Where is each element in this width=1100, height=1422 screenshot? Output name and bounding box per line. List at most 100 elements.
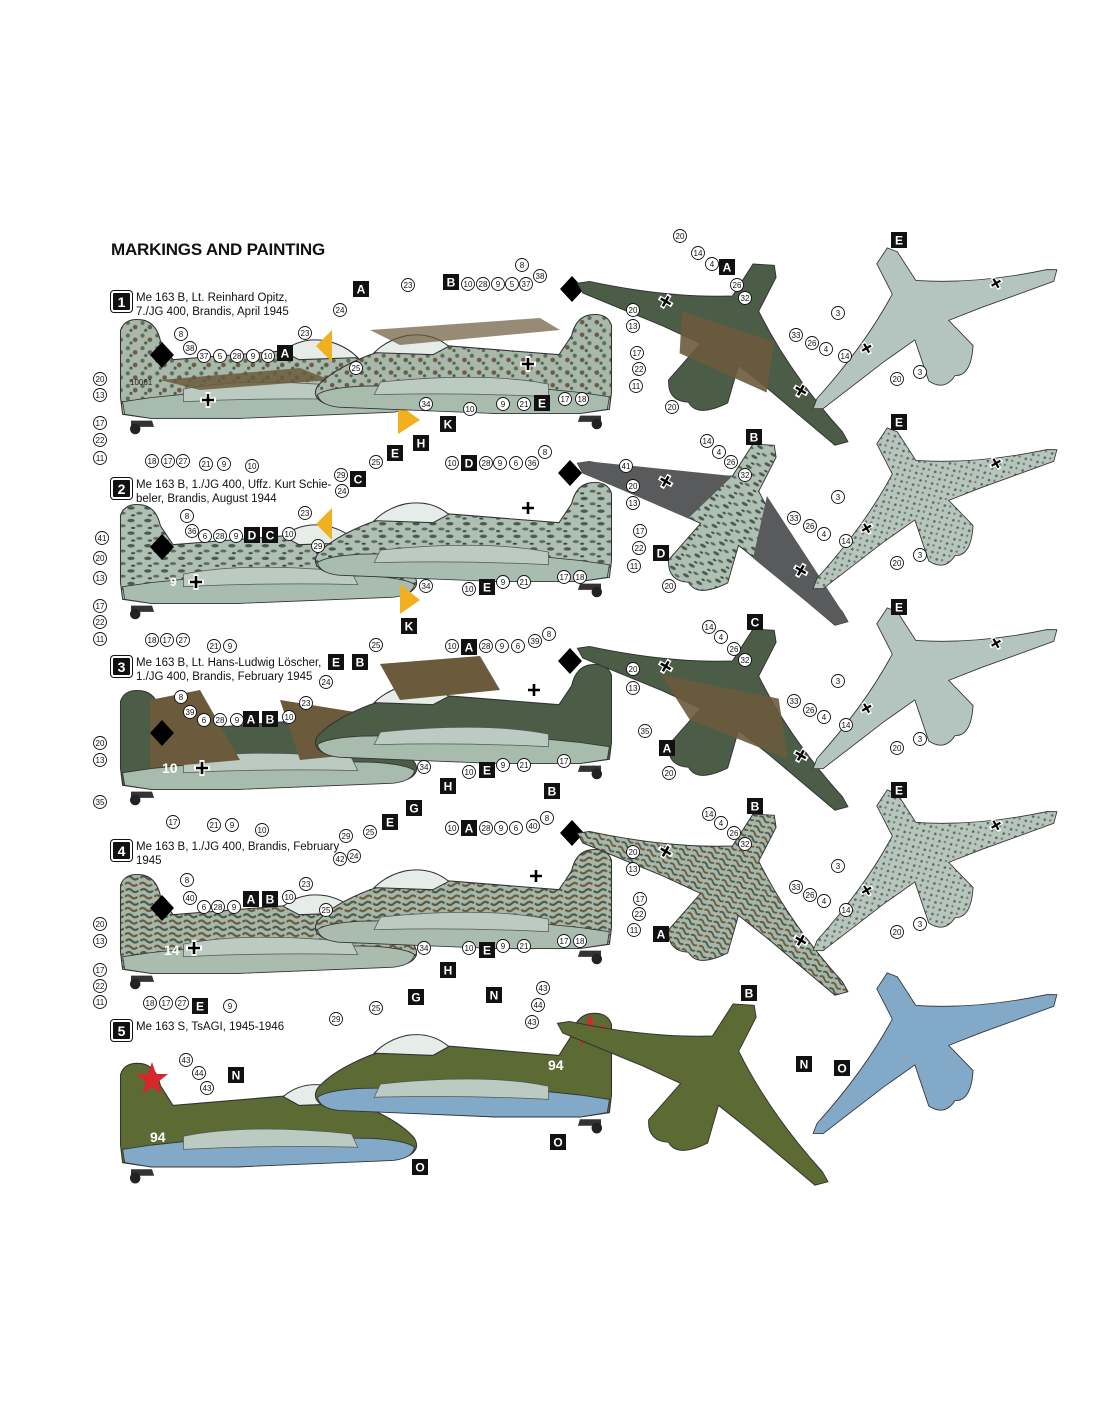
decal-callout-17: 17 [630,346,644,360]
svg-text:3: 3 [918,368,923,377]
decal-callout-27: 27 [176,633,190,647]
letter-callout-A: A [277,345,293,361]
svg-text:17: 17 [633,349,642,358]
decal-callout-28: 28 [476,277,490,291]
decal-callout-23: 23 [401,278,415,292]
svg-text:A: A [465,641,474,655]
decal-callout-3: 3 [831,306,845,320]
svg-text:20: 20 [665,582,674,591]
svg-text:G: G [411,991,420,1005]
letter-callout-H: H [413,435,429,451]
decal-callout-29: 29 [311,539,325,553]
decal-callout-26: 26 [803,703,817,717]
decal-callout-10: 10 [463,402,477,416]
diamond-marking [560,820,584,846]
svg-text:20: 20 [676,232,685,241]
svg-text:8: 8 [520,261,525,270]
decal-callout-14: 14 [839,903,853,917]
decal-callout-20: 20 [93,372,107,386]
decal-callout-28: 28 [211,900,225,914]
svg-text:20: 20 [629,665,638,674]
decal-callout-21: 21 [517,939,531,953]
decal-callout-9: 9 [496,758,510,772]
svg-text:9: 9 [499,824,504,833]
decal-callout-29: 29 [334,468,348,482]
svg-text:9: 9 [234,532,239,541]
decal-callout-43: 43 [536,981,550,995]
svg-text:O: O [837,1062,846,1076]
svg-text:4: 4 [824,345,829,354]
svg-text:44: 44 [534,1001,543,1010]
letter-callout-E: E [479,579,495,595]
scheme-number-badge: 5 [111,1020,132,1041]
scheme-1-profile-left [119,318,420,435]
decal-callout-43: 43 [200,1081,214,1095]
decal-callout-9: 9 [495,639,509,653]
decal-callout-28: 28 [479,821,493,835]
letter-callout-A: A [243,711,259,727]
decal-callout-20: 20 [626,845,640,859]
decal-callout-13: 13 [626,319,640,333]
svg-text:6: 6 [202,716,207,725]
decal-callout-26: 26 [803,888,817,902]
decal-callout-8: 8 [174,690,188,704]
decal-callout-6: 6 [511,639,525,653]
letter-callout-B: B [741,985,757,1001]
letter-callout-C: C [262,527,278,543]
svg-text:25: 25 [322,906,331,915]
svg-text:22: 22 [96,982,105,991]
svg-text:E: E [391,447,399,461]
decal-callout-20: 20 [665,400,679,414]
svg-text:5: 5 [218,352,223,361]
decal-callout-10: 10 [255,823,269,837]
decal-callout-20: 20 [626,303,640,317]
decal-callout-34: 34 [419,397,433,411]
decal-callout-38: 38 [533,269,547,283]
svg-text:O: O [415,1161,424,1175]
svg-text:14: 14 [841,352,850,361]
svg-text:26: 26 [730,829,739,838]
svg-text:9: 9 [251,352,256,361]
decal-callout-5: 5 [505,277,519,291]
plan-view-top-1 [551,184,907,485]
diamond-marking [150,720,174,746]
scheme-2-profile-left [119,503,420,620]
letter-callout-E: E [891,782,907,798]
fuselage-code: 10 [162,760,178,776]
svg-text:3: 3 [836,309,841,318]
decal-callout-9: 9 [493,456,507,470]
letter-callout-N: N [796,1056,812,1072]
svg-text:20: 20 [96,920,105,929]
decal-callout-10: 10 [261,349,275,363]
decal-callout-18: 18 [573,934,587,948]
svg-text:3: 3 [836,862,841,871]
svg-text:11: 11 [630,926,639,935]
svg-text:10: 10 [465,585,474,594]
decal-callout-9: 9 [496,939,510,953]
svg-text:9: 9 [501,942,506,951]
letter-callout-B: B [747,798,763,814]
svg-text:24: 24 [336,306,345,315]
decal-callout-4: 4 [817,527,831,541]
svg-text:26: 26 [730,645,739,654]
decal-callout-20: 20 [890,925,904,939]
decal-callout-32: 32 [738,653,752,667]
decal-callout-9: 9 [496,575,510,589]
decal-callout-3: 3 [831,859,845,873]
svg-text:N: N [232,1069,241,1083]
svg-text:21: 21 [520,400,529,409]
letter-callout-H: H [440,778,456,794]
letter-callout-C: C [747,614,763,630]
letter-callout-D: D [461,455,477,471]
decal-callout-17: 17 [557,934,571,948]
letter-callout-E: E [382,814,398,830]
decal-callout-40: 40 [183,891,197,905]
decal-callout-8: 8 [540,811,554,825]
fuselage-code: 10 [550,684,566,700]
decal-callout-28: 28 [230,349,244,363]
scheme-4-profile-right [314,820,613,965]
letter-callout-B: B [746,429,762,445]
letter-callout-B: B [262,891,278,907]
svg-text:H: H [444,780,453,794]
